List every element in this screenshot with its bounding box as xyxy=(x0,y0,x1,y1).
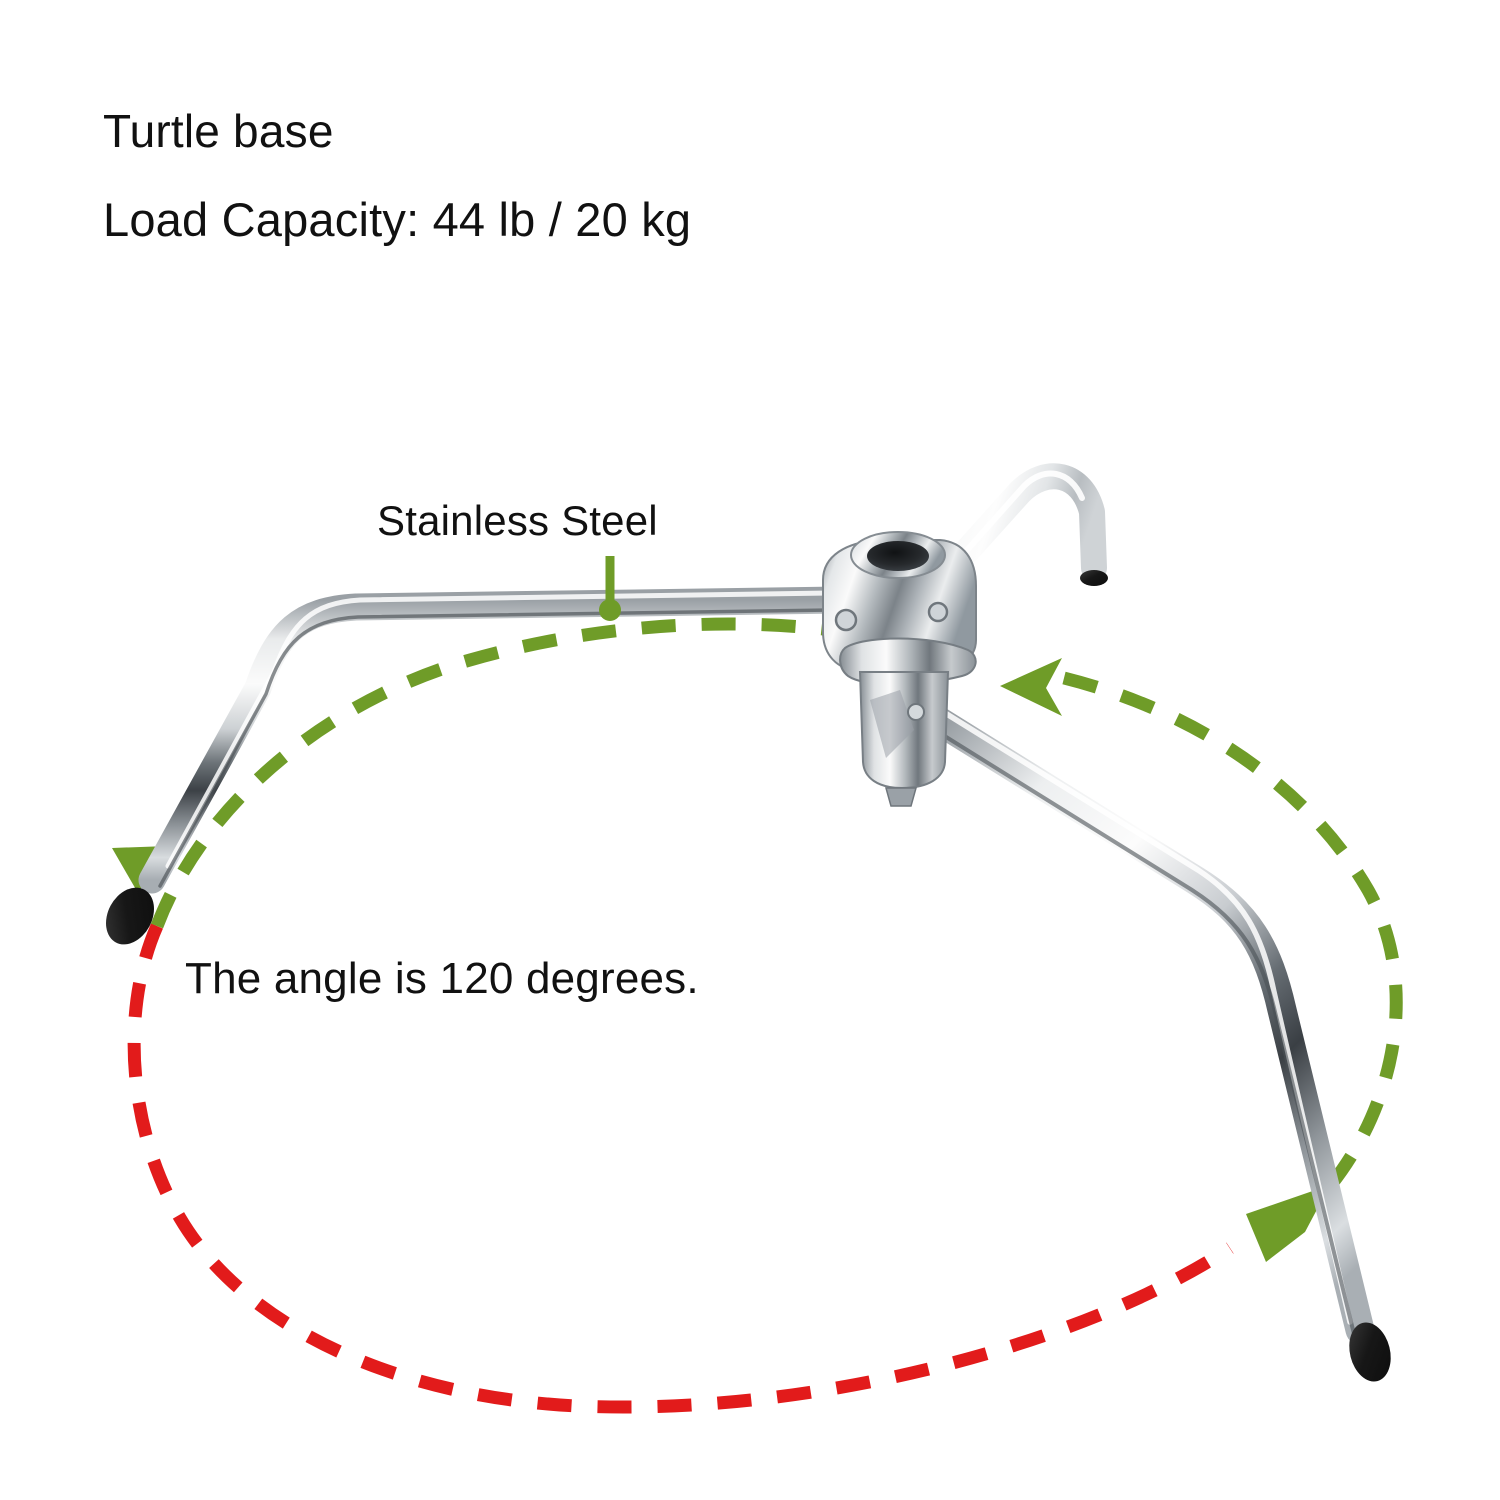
upper-right-leg-highlight xyxy=(909,470,1085,615)
load-capacity-text: Load Capacity: 44 lb / 20 kg xyxy=(103,193,692,246)
hub-barrel-screw xyxy=(907,703,925,721)
upper-left-leg-tube xyxy=(138,586,854,894)
hub-barrel-facet xyxy=(870,690,914,758)
lower-right-foot-cap xyxy=(1349,1322,1391,1382)
upper-left-leg-shadowline xyxy=(158,608,834,888)
angle-annotation-label: The angle is 120 degrees. xyxy=(185,954,699,1003)
arrow-top-right-icon xyxy=(1000,658,1062,716)
material-leader-line xyxy=(599,556,621,621)
stainless-steel-label: Stainless Steel xyxy=(377,497,658,544)
stand-tubes xyxy=(106,463,1391,1382)
upper-left-foot-cap xyxy=(106,887,154,945)
hub-hex-bolt xyxy=(885,787,917,807)
arrow-bottom-right-icon xyxy=(1246,1185,1330,1262)
green-sweep-arc xyxy=(150,617,932,929)
hub-bolt-left xyxy=(834,608,858,632)
center-hub-clamp xyxy=(822,531,977,807)
upper-right-foot-cap xyxy=(1080,570,1108,586)
upper-left-leg-highlight xyxy=(165,590,833,869)
footprint-arc-group xyxy=(112,617,1403,1414)
green-sweep-arc-right xyxy=(1062,671,1403,1203)
lower-right-leg-highlight xyxy=(905,687,1353,1325)
hub-bolt-right xyxy=(927,601,949,623)
leader-tip-icon xyxy=(599,599,621,621)
red-footprint-arc xyxy=(127,923,1234,1414)
hub-socket-hole xyxy=(867,541,929,571)
lower-right-leg-shadowline xyxy=(904,710,1356,1336)
page-title: Turtle base xyxy=(103,105,334,157)
